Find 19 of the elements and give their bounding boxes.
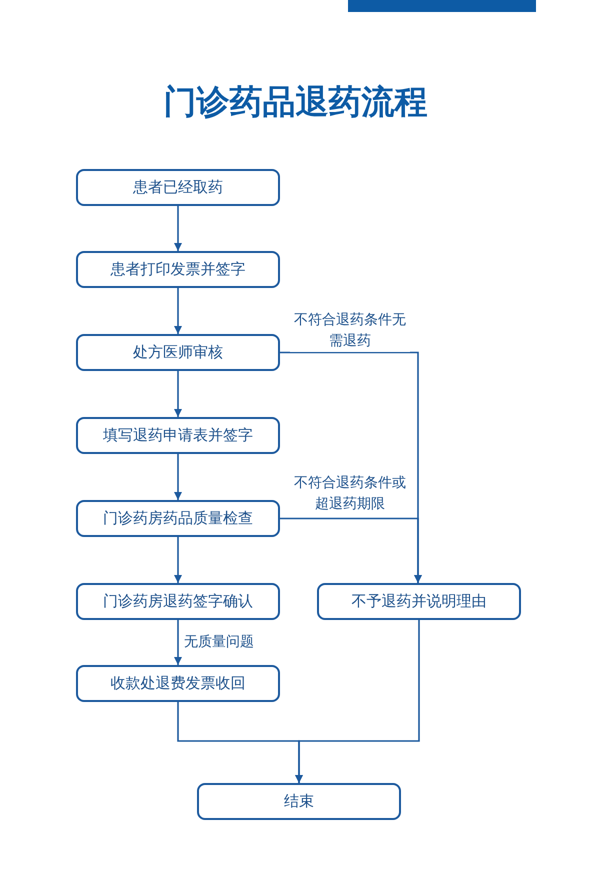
process-box: 患者已经取药 (76, 169, 280, 206)
title: 门诊药品退药流程 (162, 81, 428, 123)
arrow (295, 620, 420, 783)
process-box: 结束 (197, 783, 401, 820)
process-box: 患者打印发票并签字 (76, 251, 280, 288)
process-box: 不予退药并说明理由 (317, 583, 521, 620)
process-box: 门诊药房退药签字确认 (76, 583, 280, 620)
process-box: 处方医师审核 (76, 334, 280, 371)
arrow (174, 371, 182, 417)
edge-label: 不符合退药条件无需退药 (290, 310, 410, 352)
arrow (174, 454, 182, 500)
arrow (174, 537, 182, 583)
arrow (174, 288, 182, 334)
arrow (280, 518, 422, 583)
process-box: 门诊药房药品质量检查 (76, 500, 280, 537)
arrow (174, 620, 182, 665)
process-box: 收款处退费发票收回 (76, 665, 280, 702)
process-box: 填写退药申请表并签字 (76, 417, 280, 454)
arrow (174, 206, 182, 251)
